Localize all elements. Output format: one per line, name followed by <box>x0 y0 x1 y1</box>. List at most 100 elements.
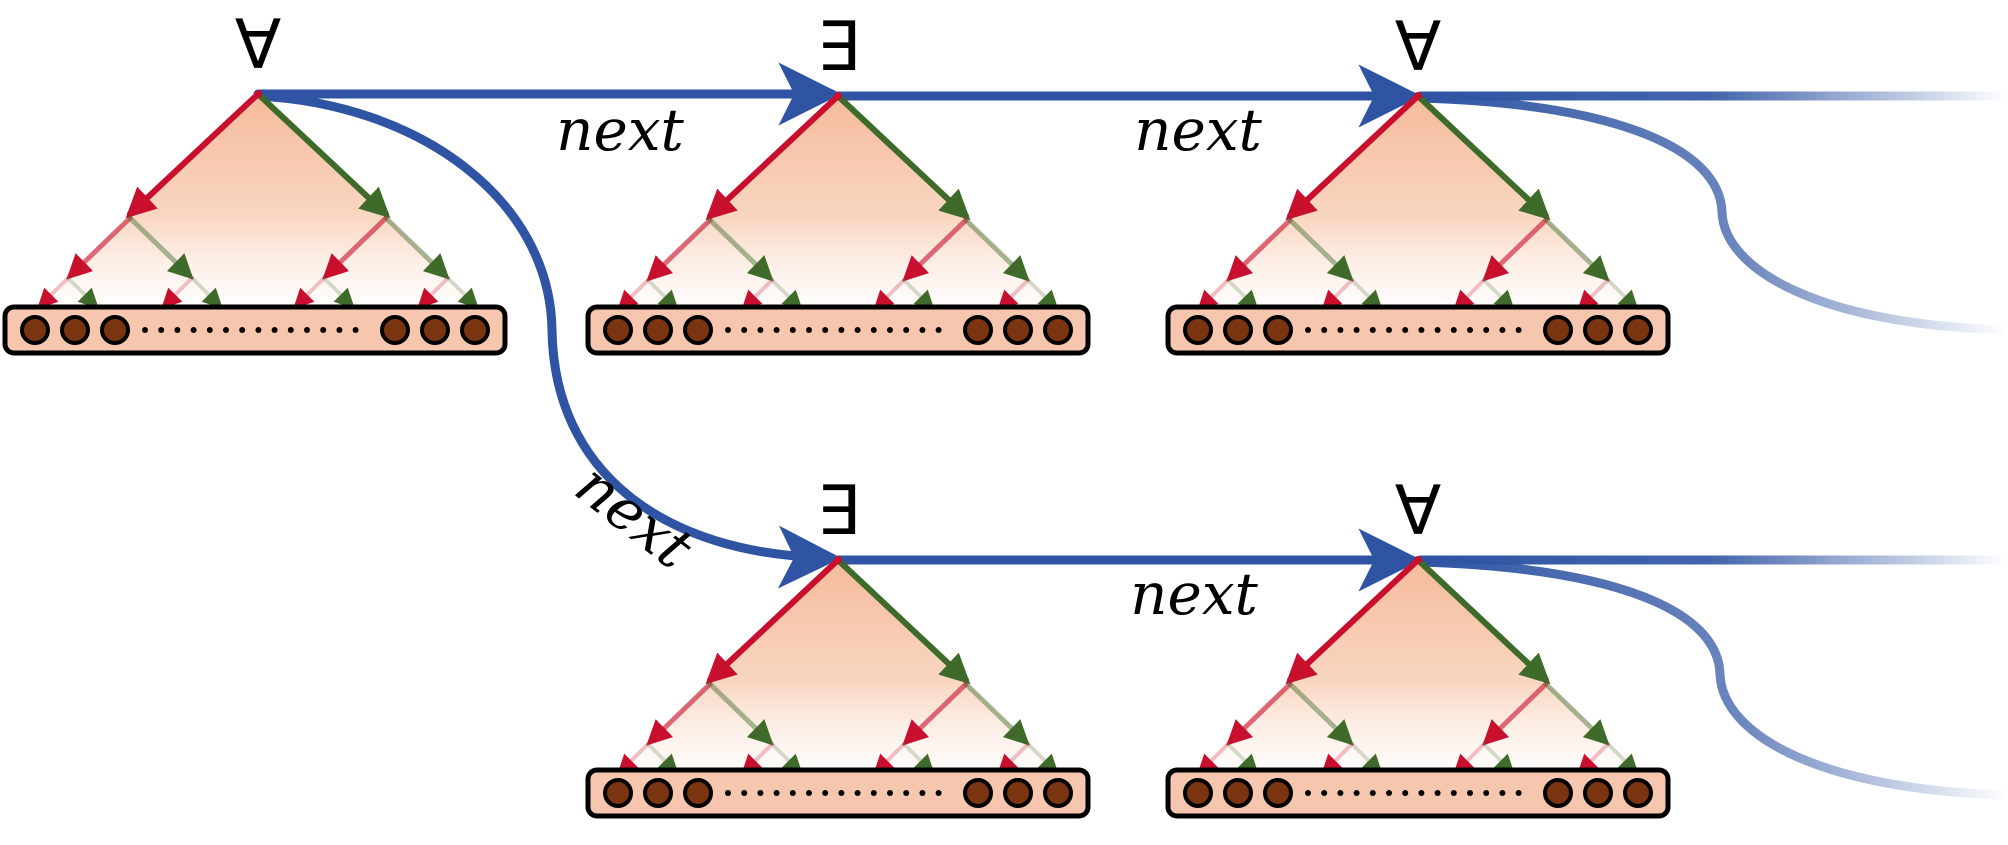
tape-ellipsis-dot <box>903 327 910 333</box>
node-top-2: ∃ <box>585 8 1091 356</box>
tape-ellipsis-dot <box>1337 790 1344 796</box>
tape-ellipsis-dot <box>854 790 861 796</box>
tape-ellipsis-dot <box>1369 327 1376 333</box>
tree-shading <box>1188 96 1648 316</box>
tape-ellipsis-dot <box>239 327 246 333</box>
edge-label-branch: next <box>563 450 706 583</box>
tape-ellipsis-dot <box>1418 790 1425 796</box>
root-dot <box>834 92 842 100</box>
tape-cell <box>100 315 130 345</box>
tape-cell <box>683 315 713 345</box>
tape-cell <box>60 315 90 345</box>
edge-branch-to-bottom-1 <box>253 91 842 589</box>
root-dot <box>254 90 262 98</box>
tape-cell <box>1623 315 1653 345</box>
tape-ellipsis-dot <box>1369 790 1376 796</box>
tape-ellipsis-dot <box>1321 790 1328 796</box>
tape-ellipsis-dot <box>1321 327 1328 333</box>
tape-ellipsis-dot <box>158 327 165 333</box>
root-dot <box>1414 556 1422 564</box>
tape-ellipsis-dot <box>806 790 812 796</box>
tape-ellipsis-dot <box>822 790 829 796</box>
edge-label-bottom-1-2: next <box>1130 560 1258 628</box>
tape-ellipsis-dot <box>935 790 942 796</box>
tape-ellipsis-dot <box>255 327 262 333</box>
tape-ellipsis-dot <box>870 790 877 796</box>
tape-ellipsis-dot <box>1483 790 1490 796</box>
tape-ellipsis-dot <box>1450 790 1457 796</box>
tape <box>585 304 1091 356</box>
tape-ellipsis-dot <box>1499 327 1506 333</box>
tape-ellipsis-dot <box>806 327 812 333</box>
tape-cell <box>1263 778 1293 808</box>
tape-ellipsis-dot <box>206 327 213 333</box>
tape-ellipsis-dot <box>789 327 796 333</box>
tape-ellipsis-dot <box>773 790 780 796</box>
tape-cell <box>643 315 673 345</box>
tape-ellipsis-dot <box>741 327 748 333</box>
tape-cell <box>1183 315 1213 345</box>
tape-ellipsis-dot <box>190 327 197 333</box>
tape-ellipsis-dot <box>1515 327 1522 333</box>
tape-ellipsis-dot <box>271 327 278 333</box>
tape-ellipsis-dot <box>822 327 829 333</box>
root-dot <box>834 556 842 564</box>
edge-top-3-curve-continuation <box>1415 93 2008 335</box>
tape-cell <box>963 315 993 345</box>
tape <box>1165 304 1671 356</box>
game-nodes: ∀∃∀∃∀ <box>2 6 1671 819</box>
node-bottom-2: ∀ <box>1165 472 1671 819</box>
tape-cell <box>1543 315 1573 345</box>
tape-cell <box>1043 778 1073 808</box>
tape-ellipsis-dot <box>1450 327 1457 333</box>
tape-ellipsis-dot <box>1402 790 1409 796</box>
root-dot <box>1414 92 1422 100</box>
tape-ellipsis-dot <box>773 327 780 333</box>
tape-ellipsis-dot <box>1305 327 1311 333</box>
quantifier-symbol: ∃ <box>817 8 860 87</box>
tape-ellipsis-dot <box>1386 790 1392 796</box>
tape-ellipsis-dot <box>725 790 731 796</box>
tape-ellipsis-dot <box>1418 327 1425 333</box>
tape-cell <box>420 315 450 345</box>
tape-ellipsis-dot <box>919 327 926 333</box>
tape-ellipsis-dot <box>1337 327 1344 333</box>
tape-cell <box>1263 315 1293 345</box>
tape-ellipsis-dot <box>1434 327 1441 333</box>
transition-edges <box>253 62 2008 800</box>
tree-shading <box>608 560 1068 780</box>
edge-label-top-2-3: next <box>1134 96 1262 164</box>
tape-ellipsis-dot <box>935 327 942 333</box>
tape-ellipsis-dot <box>1467 790 1473 796</box>
tape-ellipsis-dot <box>352 327 359 333</box>
tape-cell <box>603 315 633 345</box>
tape-cell <box>1583 315 1613 345</box>
tape-ellipsis-dot <box>887 327 893 333</box>
tape-ellipsis-dot <box>1467 327 1473 333</box>
tape-ellipsis-dot <box>1402 327 1409 333</box>
tape-ellipsis-dot <box>142 327 148 333</box>
tape-cell <box>1043 315 1073 345</box>
tape-ellipsis-dot <box>757 790 764 796</box>
node-top-1: ∀ <box>2 6 508 356</box>
tape-cell <box>1583 778 1613 808</box>
tape-ellipsis-dot <box>1515 790 1522 796</box>
tree-shading <box>1188 560 1648 780</box>
tape-cell <box>643 778 673 808</box>
tape-ellipsis-dot <box>838 327 845 333</box>
tape-ellipsis-dot <box>887 790 893 796</box>
quantifier-symbol: ∀ <box>1395 8 1442 87</box>
tape-cell <box>683 778 713 808</box>
tape-cell <box>380 315 410 345</box>
tape-cell <box>1543 778 1573 808</box>
tape-cell <box>603 778 633 808</box>
tape-ellipsis-dot <box>757 327 764 333</box>
tape <box>1165 767 1671 819</box>
tape-cell <box>1623 778 1653 808</box>
tape-ellipsis-dot <box>320 327 327 333</box>
edge-bottom-2-curve-continuation <box>1415 557 2008 800</box>
tree-shading <box>28 94 488 314</box>
tape-cell <box>963 778 993 808</box>
tape-ellipsis-dot <box>1434 790 1441 796</box>
